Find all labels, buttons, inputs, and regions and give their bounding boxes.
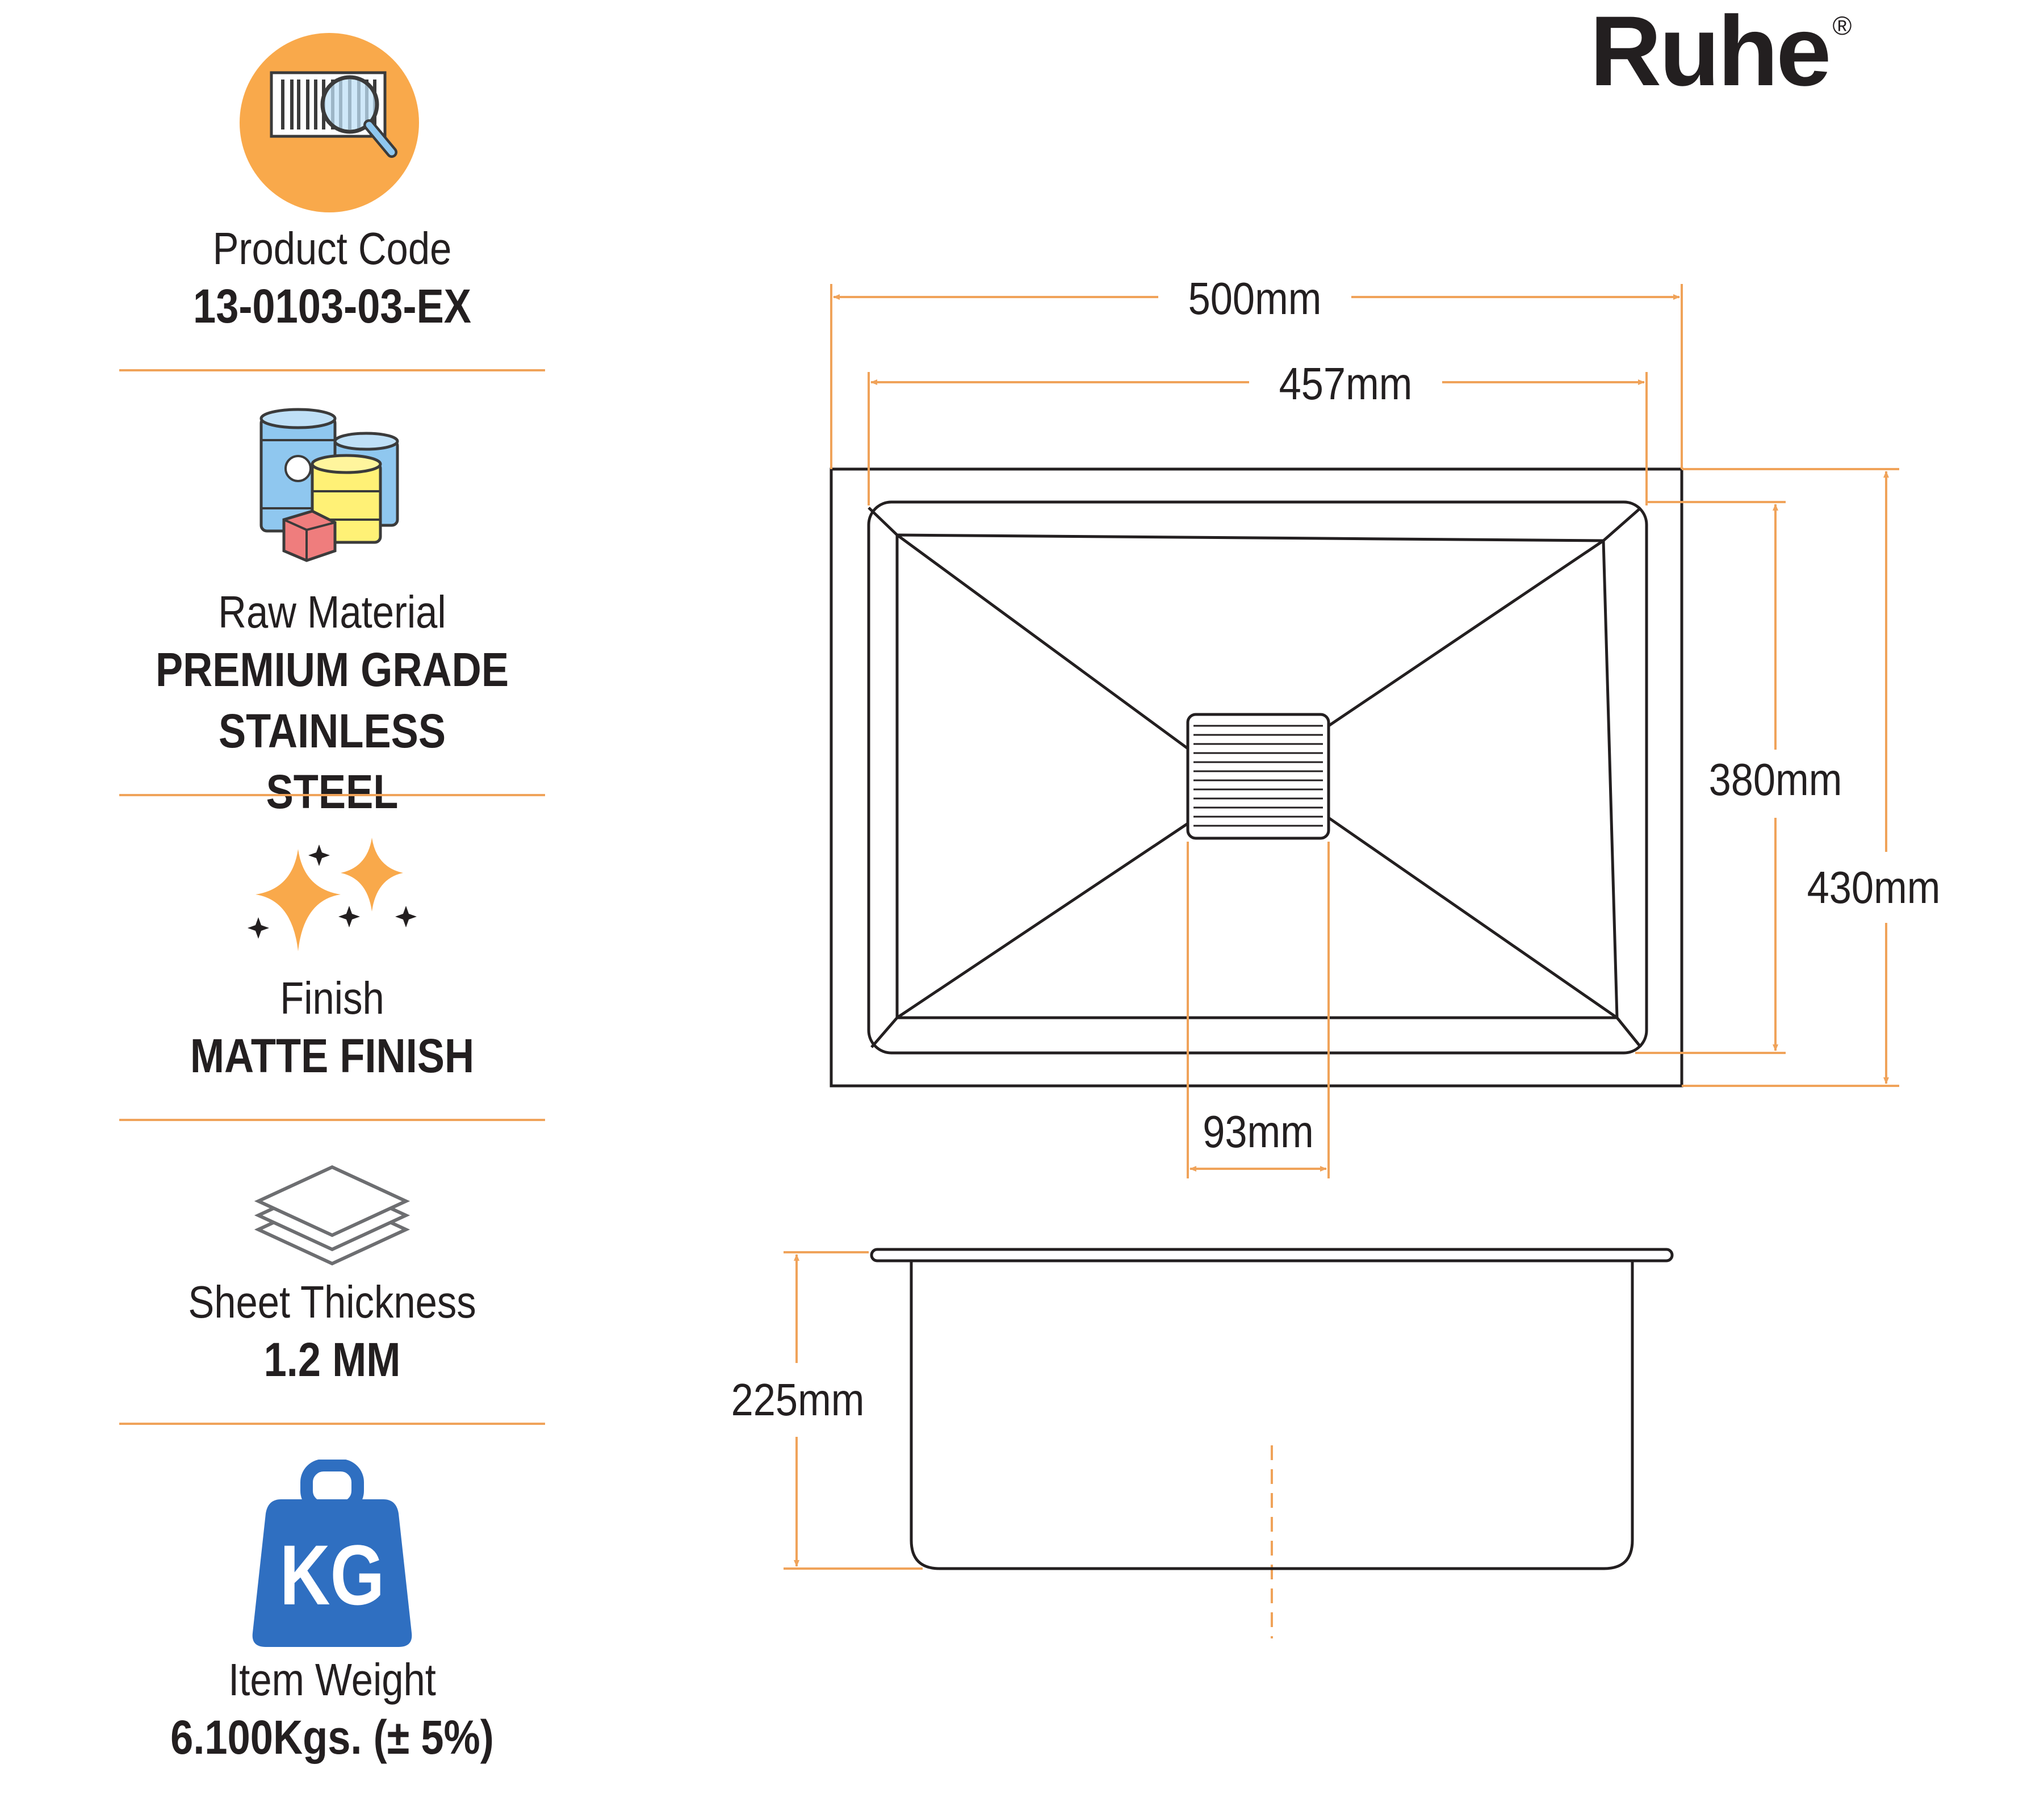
- divider: [119, 1119, 545, 1121]
- dim-380mm: 380mm: [1709, 754, 1842, 805]
- registered-mark: ®: [1832, 11, 1852, 40]
- spec-value: PREMIUM GRADE: [155, 643, 509, 696]
- sparkles-icon: [244, 832, 420, 963]
- spec-value: STAINLESS STEEL: [218, 704, 446, 819]
- slope-line: [896, 533, 1189, 750]
- spec-value: 6.100Kgs. (± 5%): [170, 1711, 494, 1764]
- weight-kg-icon: KG: [250, 1459, 414, 1653]
- corner-line: [1616, 1017, 1642, 1048]
- spec-label: Sheet Thickness: [188, 1277, 476, 1327]
- sink-flange: [870, 1248, 1674, 1262]
- spec-sheet-thickness: Sheet Thickness 1.2 MM: [119, 1275, 545, 1391]
- spec-item-weight: Item Weight 6.100Kgs. (± 5%): [119, 1653, 545, 1768]
- drain-grate-slots: [1193, 725, 1323, 827]
- spec-label: Finish: [280, 973, 384, 1023]
- raw-material-drums-icon: [250, 406, 414, 565]
- slope-line: [1327, 539, 1605, 728]
- spec-raw-material: Raw Material PREMIUM GRADE STAINLESS STE…: [119, 585, 545, 823]
- sink-bowl-side: [910, 1261, 1634, 1570]
- corner-line: [1602, 507, 1642, 542]
- slope-line: [896, 822, 1189, 1019]
- spec-label: Product Code: [212, 223, 452, 274]
- spec-finish: Finish MATTE FINISH: [119, 971, 545, 1087]
- sink-top-view: [830, 467, 1683, 1088]
- spec-label: Item Weight: [228, 1654, 436, 1705]
- dim-93mm: 93mm: [1203, 1106, 1314, 1157]
- barcode-search-icon: [238, 32, 420, 214]
- sink-side-view: [870, 1248, 1674, 1570]
- dim-500mm: 500mm: [1188, 273, 1322, 324]
- corner-line: [870, 1017, 898, 1048]
- weight-icon-text: KG: [280, 1528, 384, 1623]
- spec-product-code: Product Code 13-0103-03-EX: [119, 221, 545, 337]
- ruhe-logo: Ruhe®: [1590, 0, 1852, 108]
- sink-outer-frame: [830, 467, 1683, 1088]
- divider: [119, 369, 545, 371]
- dim-430mm: 430mm: [1807, 862, 1941, 913]
- drain-grate: [1186, 713, 1330, 840]
- dim-457mm: 457mm: [1279, 358, 1413, 409]
- divider: [119, 794, 545, 796]
- slope-line: [1327, 816, 1618, 1019]
- dim-225mm: 225mm: [731, 1374, 865, 1425]
- sink-bowl-rim: [867, 500, 1648, 1055]
- corner-line: [868, 507, 898, 536]
- spec-value: 13-0103-03-EX: [193, 279, 471, 333]
- stacked-sheets-icon: [250, 1156, 414, 1269]
- logo-text: Ruhe: [1590, 0, 1831, 107]
- spec-value: MATTE FINISH: [190, 1029, 475, 1082]
- spec-value: 1.2 MM: [263, 1333, 401, 1386]
- spec-label: Raw Material: [218, 587, 446, 637]
- divider: [119, 1423, 545, 1425]
